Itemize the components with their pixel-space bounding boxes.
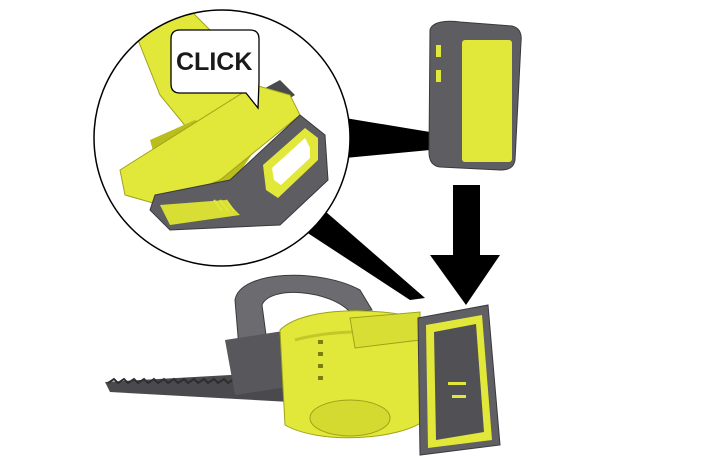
down-arrow [430,185,500,305]
zoom-pointer-lower [300,205,425,300]
hedge-trimmer [105,274,501,456]
click-callout: CLICK [170,29,260,110]
battery-pack [428,20,522,171]
zoom-pointer-upper [345,118,430,158]
click-label: CLICK [176,48,252,76]
zoom-detail-circle [93,9,351,267]
